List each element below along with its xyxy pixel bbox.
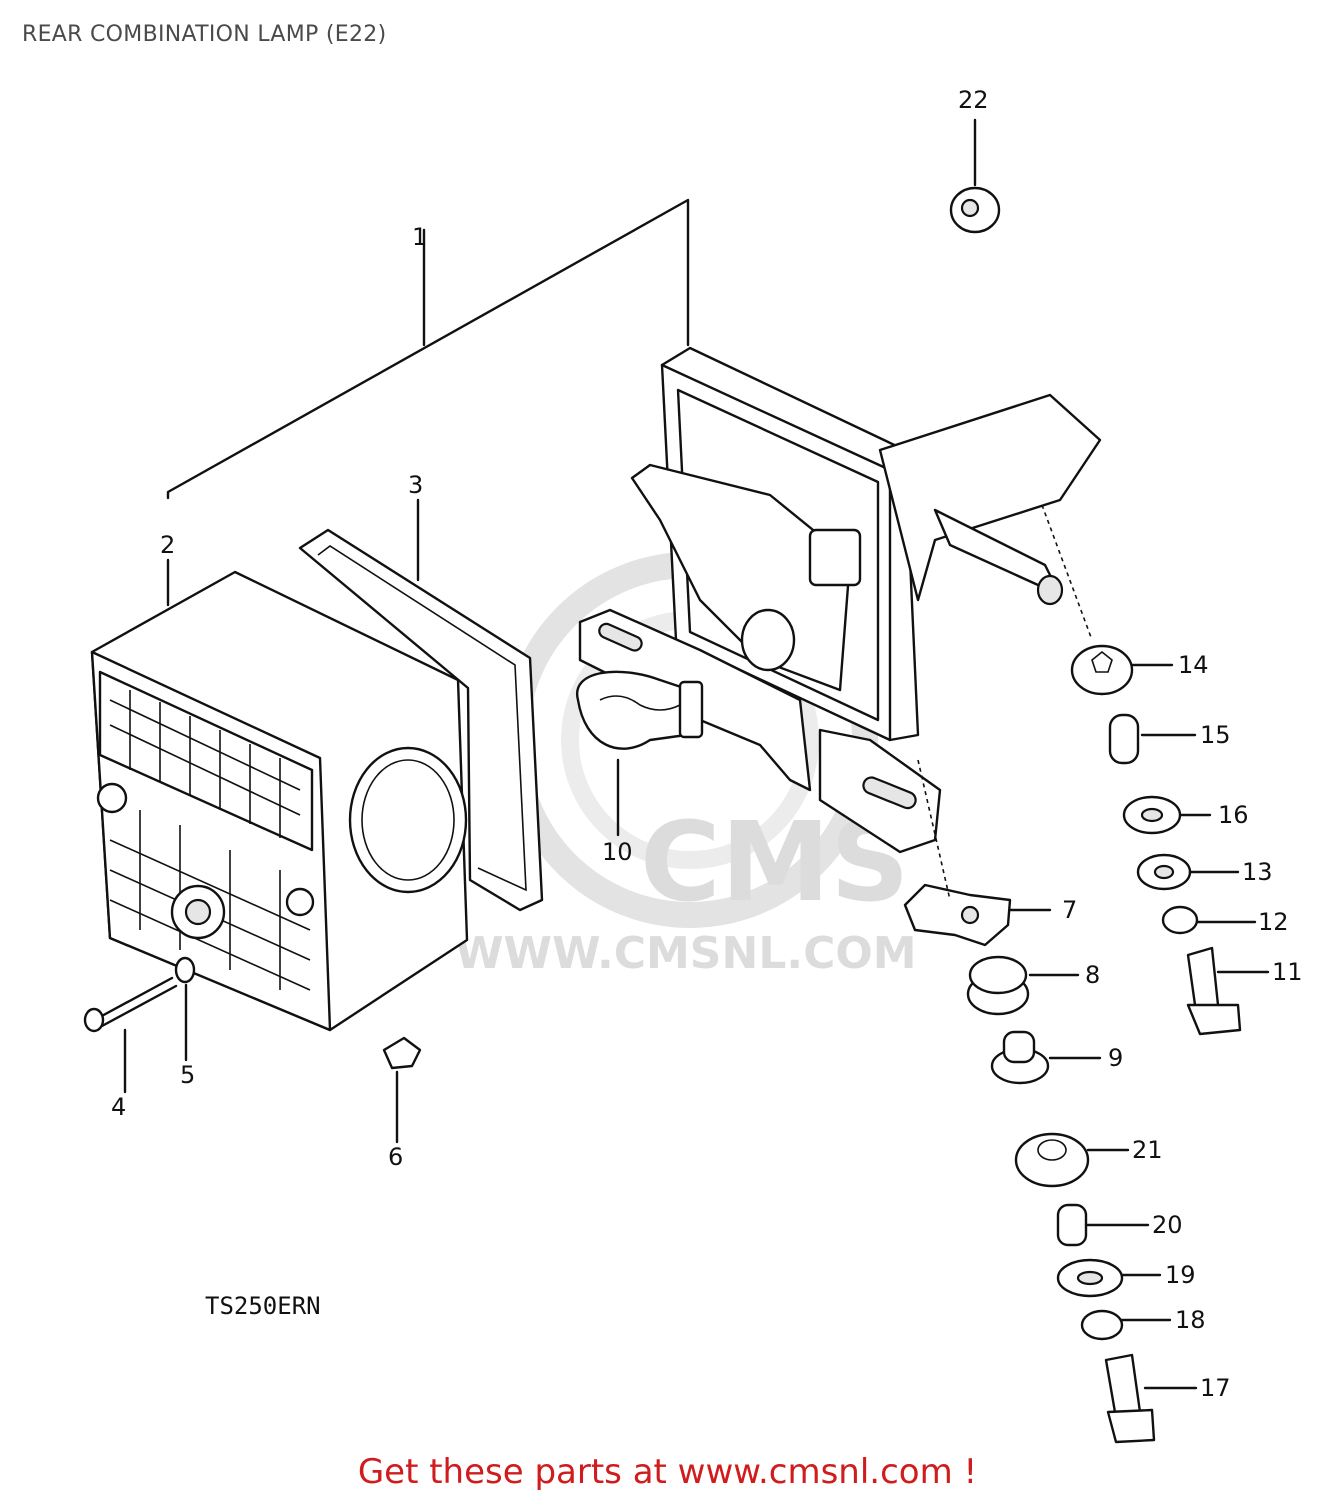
- lamp-housing: [90, 570, 469, 1032]
- callout-3: 3: [408, 471, 423, 499]
- callout-7: 7: [1062, 896, 1077, 924]
- callout-2: 2: [160, 531, 175, 559]
- collar-15: [1108, 713, 1140, 765]
- lamp-bulb: [575, 670, 704, 750]
- callout-4: 4: [111, 1093, 126, 1121]
- callout-1: 1: [412, 223, 427, 251]
- callout-16: 16: [1218, 801, 1249, 829]
- socket-holder: [903, 883, 1012, 947]
- callout-20: 20: [1152, 1211, 1183, 1239]
- lens-gasket: [298, 528, 544, 912]
- screw-washer: [174, 956, 196, 984]
- model-code: TS250ERN: [205, 1292, 321, 1320]
- callout-12: 12: [1258, 908, 1289, 936]
- callout-8: 8: [1085, 961, 1100, 989]
- screw-14: [1070, 644, 1134, 696]
- watermark-url: WWW.CMSNL.COM: [455, 928, 917, 979]
- callout-14: 14: [1178, 651, 1209, 679]
- hardware-stack-upper: [1070, 644, 1242, 1036]
- lamp-grommet: [382, 1036, 422, 1070]
- nut-22: [949, 186, 1001, 234]
- assembly-bracket-line: [166, 198, 690, 500]
- washer-18: [1080, 1309, 1124, 1341]
- callout-18: 18: [1175, 1306, 1206, 1334]
- callout-labels: 1 2 3 4 5 6 7 8 9 10 11 12 13 14 15 16 1…: [111, 86, 1303, 1402]
- parts-link-banner[interactable]: Get these parts at www.cmsnl.com !: [357, 1452, 978, 1492]
- cap-nut: [990, 1030, 1050, 1085]
- leader-lines: [123, 118, 1270, 1390]
- bolt-11: [1186, 946, 1220, 1014]
- callout-21: 21: [1132, 1136, 1163, 1164]
- hardware-stack-lower: [1014, 1132, 1156, 1444]
- callout-22: 22: [958, 86, 989, 114]
- callout-17: 17: [1200, 1374, 1231, 1402]
- mounting-bracket: [578, 346, 1102, 854]
- callout-13: 13: [1242, 858, 1273, 886]
- callout-9: 9: [1108, 1044, 1123, 1072]
- callout-11: 11: [1272, 958, 1303, 986]
- rubber-cap: [966, 955, 1030, 1016]
- callout-5: 5: [180, 1061, 195, 1089]
- callout-6: 6: [388, 1143, 403, 1171]
- callout-15: 15: [1200, 721, 1231, 749]
- lens-screw: [83, 976, 178, 1033]
- callout-19: 19: [1165, 1261, 1196, 1289]
- page-title: REAR COMBINATION LAMP (E22): [22, 22, 387, 47]
- bolt-17: [1104, 1353, 1142, 1420]
- washer-12: [1161, 905, 1199, 935]
- collar-20: [1056, 1203, 1088, 1247]
- callout-10: 10: [602, 838, 633, 866]
